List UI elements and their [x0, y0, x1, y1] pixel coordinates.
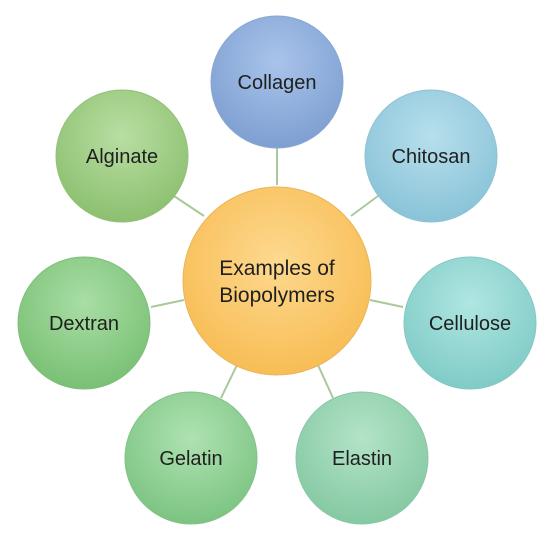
node-elastin-label: Elastin: [332, 448, 392, 470]
node-dextran: Dextran: [17, 256, 151, 390]
connector-dextran: [150, 299, 185, 308]
center-node: Examples of Biopolymers: [182, 186, 372, 376]
connector-cellulose: [369, 299, 404, 308]
node-collagen: Collagen: [210, 15, 344, 149]
node-collagen-circle: [210, 15, 344, 149]
node-gelatin-label: Gelatin: [159, 448, 222, 470]
connector-gelatin: [220, 364, 238, 399]
node-elastin-circle: [295, 391, 429, 525]
center-node-circle: [182, 186, 372, 376]
node-chitosan-label: Chitosan: [392, 146, 471, 168]
node-gelatin-circle: [124, 391, 258, 525]
node-cellulose: Cellulose: [403, 256, 537, 390]
node-dextran-circle: [17, 256, 151, 390]
connectors: [150, 147, 404, 399]
node-gelatin: Gelatin: [124, 391, 258, 525]
node-chitosan-circle: [364, 89, 498, 223]
node-elastin: Elastin: [295, 391, 429, 525]
node-chitosan: Chitosan: [364, 89, 498, 223]
node-alginate-circle: [55, 89, 189, 223]
node-alginate-label: Alginate: [86, 146, 158, 168]
connector-elastin: [317, 364, 334, 399]
node-cellulose-label: Cellulose: [429, 313, 511, 335]
node-collagen-label: Collagen: [238, 72, 317, 94]
node-cellulose-circle: [403, 256, 537, 390]
connector-alginate: [173, 195, 205, 217]
center-node-label-line1: Examples of: [219, 257, 335, 280]
node-dextran-label: Dextran: [49, 313, 119, 335]
node-alginate: Alginate: [55, 89, 189, 223]
center-node-label-line2: Biopolymers: [219, 284, 335, 307]
connector-chitosan: [350, 195, 379, 217]
